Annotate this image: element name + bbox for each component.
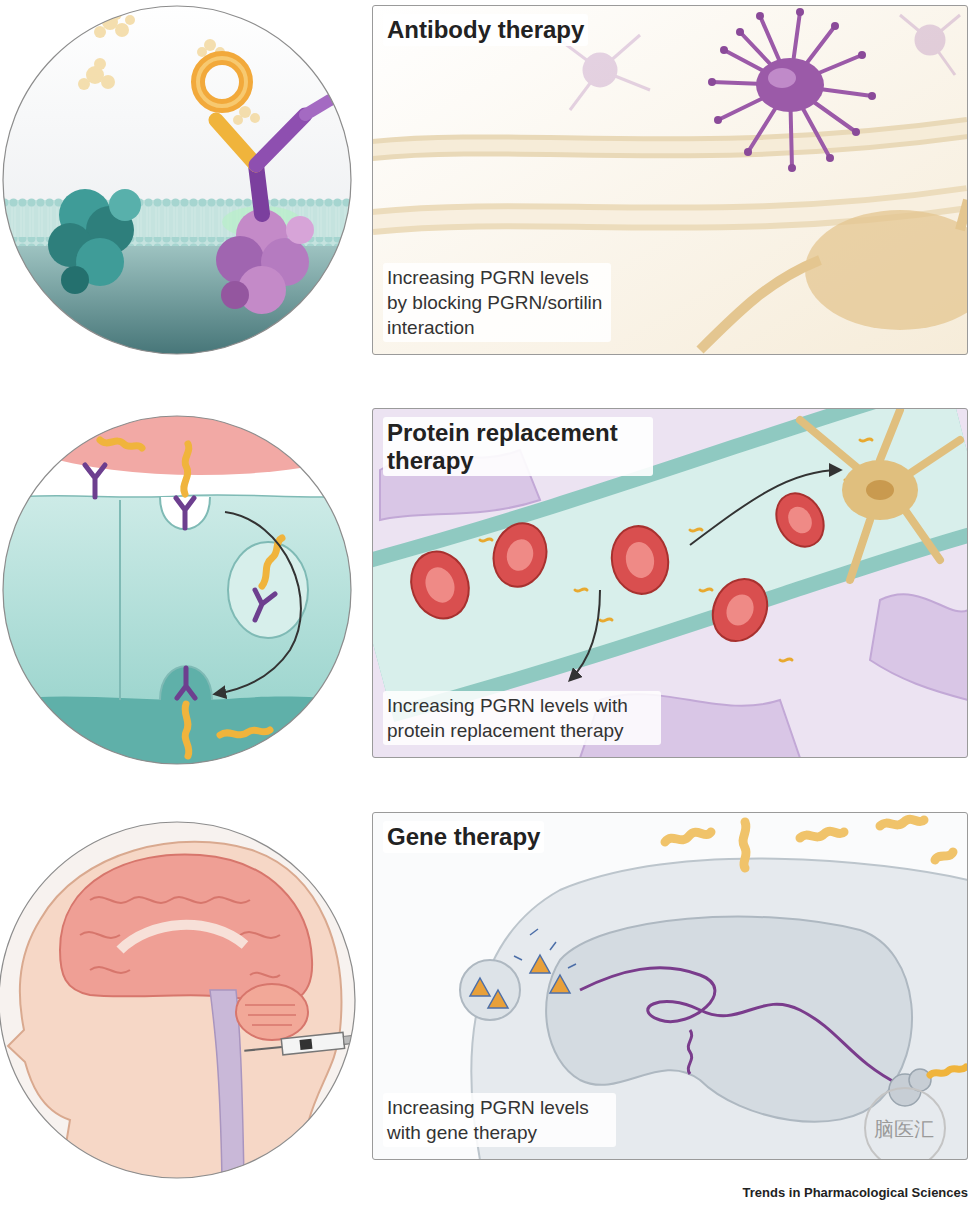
blood-lumen: [0, 335, 430, 475]
transduced-cell: [372, 812, 968, 1160]
scene-ground: [0, 820, 360, 1180]
pgrn: [100, 440, 282, 756]
therapy-panel: Antibody therapyIncreasing PGRN levels b…: [372, 5, 968, 355]
pgrn-bound: [198, 58, 246, 106]
circle-frame: [0, 822, 355, 1178]
nascent-pgrn: [930, 1067, 966, 1075]
circle-frame: [3, 6, 351, 354]
axon-core: [372, 128, 968, 150]
brain-vessel: [372, 408, 968, 758]
antibody-scene: [0, 0, 360, 364]
vesicle: [228, 542, 308, 638]
pgrn-highlight: [198, 58, 246, 106]
head: [8, 842, 341, 1180]
delivery-arrow: [690, 470, 840, 545]
axon: [372, 128, 968, 150]
cerebellum-folia: [245, 1005, 296, 1025]
neuron: [800, 410, 960, 580]
cell-junction: [119, 500, 121, 700]
endocytic-pit: [160, 497, 210, 529]
aav-capsid: [470, 929, 576, 1008]
injection-scene: [0, 820, 364, 1180]
cerebellum: [236, 984, 308, 1040]
panel-ground: [372, 408, 968, 758]
antibody: [216, 100, 330, 214]
panel-title: Antibody therapy: [383, 14, 588, 46]
therapy-panel: Protein replacement therapyIncreasing PG…: [372, 408, 968, 758]
exocytic-pit: [160, 666, 212, 700]
vessel-lumen: [372, 455, 968, 640]
brain-gyri: [80, 897, 280, 977]
panel-title: Gene therapy: [383, 821, 544, 853]
endothelial-cell: [0, 495, 360, 770]
panel-title: Protein replacement therapy: [383, 417, 653, 476]
pgrn-cluster: [78, 8, 260, 125]
transgene-dna: [580, 968, 900, 1085]
microglia-nucleus: [768, 68, 796, 88]
membrane-protein: [48, 189, 141, 294]
transcytosis-scene: [0, 335, 430, 770]
delivery-arrow: [570, 590, 600, 680]
neuron-body: [805, 210, 968, 330]
panel-ground: [372, 812, 968, 1160]
nucleus: [546, 917, 912, 1122]
receptor: [85, 465, 275, 698]
panel-caption: Increasing PGRN levels by blocking PGRN/…: [383, 263, 611, 342]
corpus-callosum: [120, 925, 245, 950]
microglia-processes: [712, 12, 872, 168]
brain: [60, 854, 312, 1003]
neuron-dendrite: [700, 200, 968, 350]
process-tips: [708, 8, 876, 172]
cell-highlight: [421, 502, 817, 630]
red-blood-cell: [402, 485, 833, 650]
watermark: 脑医汇: [874, 1116, 934, 1143]
panel-caption: Increasing PGRN levels with gene therapy: [383, 1093, 616, 1147]
neural-tissue: [372, 5, 968, 355]
vessel-wall: [372, 455, 968, 640]
microglia-body: [756, 58, 824, 112]
circle-frame: [3, 416, 351, 764]
panel-caption: Increasing PGRN levels with protein repl…: [383, 691, 661, 745]
transport-arrow: [215, 512, 301, 694]
secreted-pgrn: [665, 819, 953, 868]
endosome: [460, 960, 520, 1020]
therapy-panel: Gene therapyIncreasing PGRN levels with …: [372, 812, 968, 1160]
lipid-heads: [0, 198, 360, 207]
watermark-ring: [865, 1088, 945, 1160]
journal-credit: Trends in Pharmacological Sciences: [743, 1185, 968, 1200]
dna-coil: [688, 1030, 691, 1074]
sortilin-receptor: [216, 209, 314, 314]
